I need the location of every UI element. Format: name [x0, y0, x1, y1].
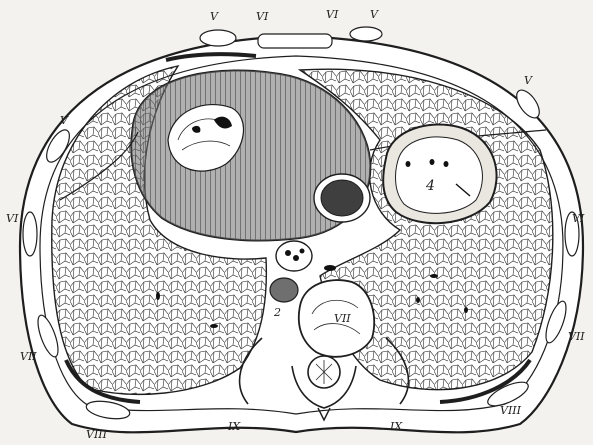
label-top-v-right: V — [370, 8, 379, 21]
label-left-v: V — [60, 114, 69, 127]
label-left-vii: VII — [20, 350, 37, 363]
label-vertebra-vii: VII — [334, 312, 351, 325]
label-bottom-ix-right: IX — [389, 420, 403, 433]
label-left-vi: VI — [6, 212, 19, 225]
label-bottom-viii-left: VIII — [86, 428, 108, 441]
label-right-v: V — [524, 74, 533, 87]
label-top-vi-left: VI — [256, 10, 269, 23]
label-top-vi-right: VI — [326, 8, 339, 21]
label-number-4: 4 — [425, 178, 435, 194]
label-right-vii: VII — [568, 330, 585, 343]
label-top-v-left: V — [210, 10, 219, 23]
vessel-2 — [270, 278, 298, 302]
label-bottom-viii-right: VIII — [500, 404, 522, 417]
label-bottom-ix-left: IX — [227, 420, 241, 433]
label-right-vi: VI — [572, 212, 585, 225]
label-number-2: 2 — [273, 306, 281, 319]
